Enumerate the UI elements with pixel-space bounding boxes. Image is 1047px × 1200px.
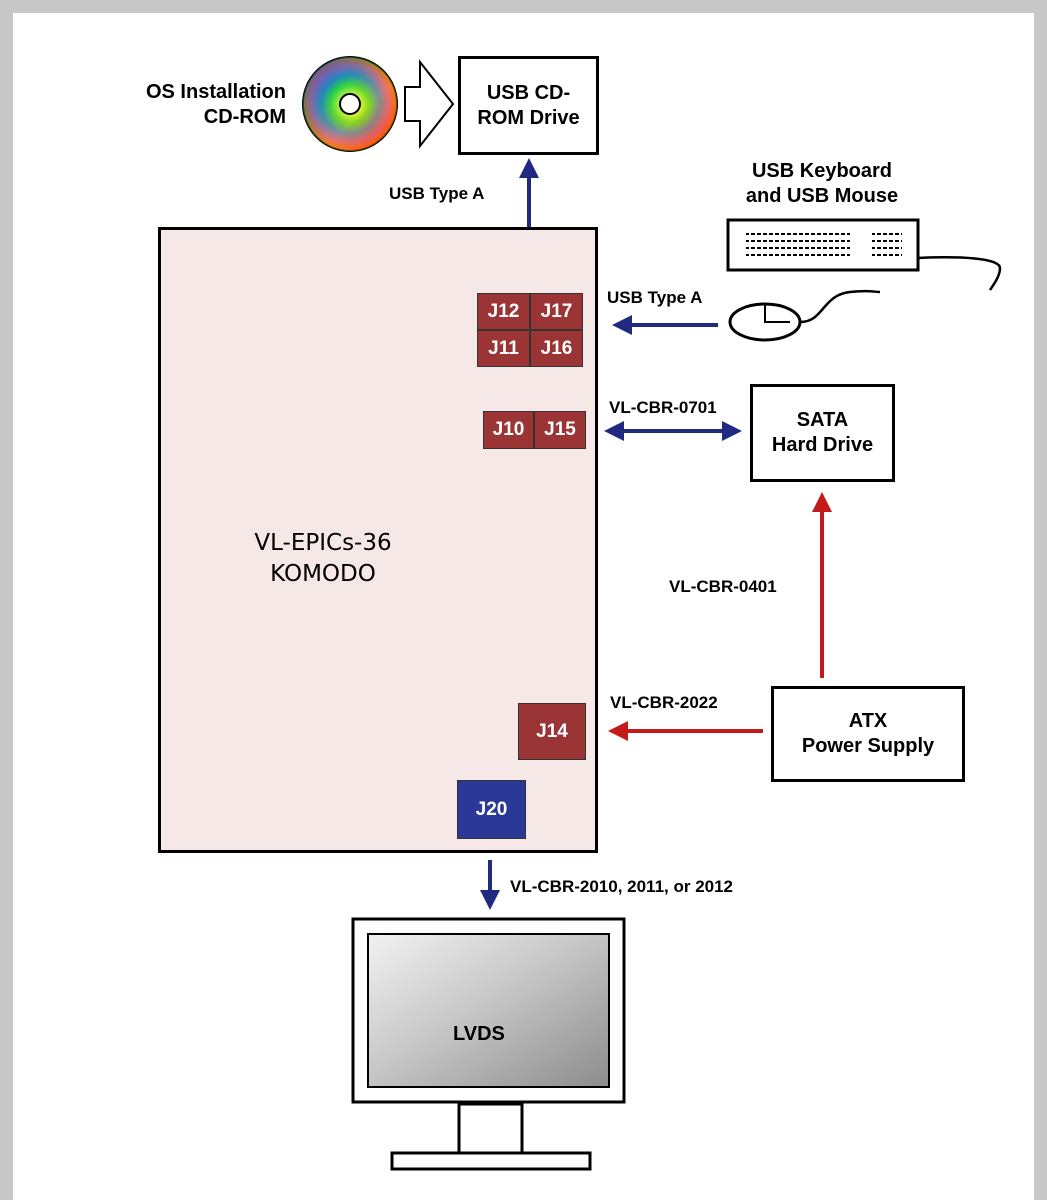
sata-drive-line2: Hard Drive [771, 434, 874, 456]
cable-lvds-label: VL-CBR-2010, 2011, or 2012 [510, 877, 734, 896]
usb-cdrom-drive-box: USB CD- ROM Drive [458, 56, 599, 155]
connector-j17: J17 [530, 293, 583, 330]
keyboard-icon [726, 218, 1002, 291]
cdrom-label-line2: CD-ROM [203, 106, 286, 128]
board-title-line1: VL-EPICs-36 [254, 530, 392, 556]
cdrom-label-line1: OS Installation [145, 81, 286, 103]
usb-cdrom-drive-line1: USB CD- [486, 81, 571, 104]
atx-line1: ATX [848, 710, 888, 732]
cable-power-sata-label: VL-CBR-0401 [669, 577, 777, 596]
usb-type-a-right-label: USB Type A [607, 288, 703, 307]
monitor-icon [351, 917, 626, 1171]
mouse-icon [728, 289, 881, 342]
sata-drive-line1: SATA [796, 409, 849, 431]
atx-power-supply-box: ATX Power Supply [771, 686, 965, 782]
connector-j16: J16 [530, 330, 583, 367]
connector-j15: J15 [534, 411, 586, 449]
board-title: VL-EPICs-36 KOMODO [158, 528, 488, 590]
connector-j11: J11 [477, 330, 530, 367]
connector-j10: J10 [483, 411, 534, 449]
usb-type-a-top-label: USB Type A [389, 184, 485, 203]
connector-j12: J12 [477, 293, 530, 330]
atx-line2: Power Supply [801, 735, 935, 757]
board-title-line2: KOMODO [270, 561, 376, 588]
keyboard-label-line2: and USB Mouse [745, 185, 899, 207]
keyboard-label: USB Keyboard and USB Mouse [722, 159, 922, 209]
connector-j14: J14 [518, 703, 586, 760]
insert-arrow-icon [404, 59, 455, 149]
connector-j20: J20 [457, 780, 526, 839]
usb-cdrom-drive-line2: ROM Drive [477, 106, 580, 129]
sata-hard-drive-box: SATA Hard Drive [750, 384, 895, 482]
cd-disc-icon [302, 56, 398, 152]
cdrom-label: OS Installation CD-ROM [100, 80, 286, 130]
monitor-label: LVDS [453, 1023, 505, 1045]
cable-sata-label: VL-CBR-0701 [609, 398, 717, 417]
cable-power-board-label: VL-CBR-2022 [610, 693, 718, 712]
keyboard-label-line1: USB Keyboard [751, 160, 893, 182]
